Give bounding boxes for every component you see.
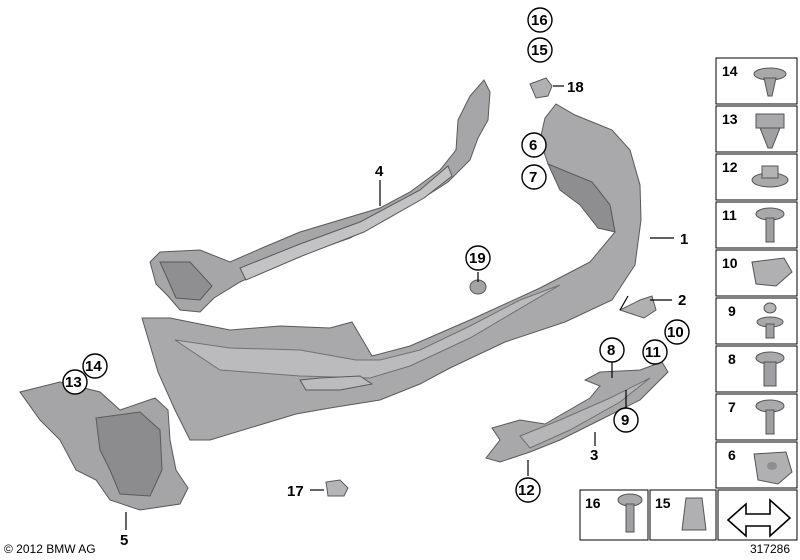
bumper-bracket-part (149, 79, 491, 313)
clip-10-icon (751, 257, 793, 287)
nut-12-icon (751, 165, 789, 188)
callouts: 1 2 3 4 5 17 18 16 15 6 7 19 10 11 8 9 1… (62, 7, 690, 549)
callout-9: 9 (621, 412, 629, 429)
leader-lines (125, 85, 674, 530)
legend-label-7: 7 (728, 399, 736, 415)
copyright-text: © 2012 BMW AG (4, 542, 96, 556)
callout-16-top: 16 (531, 12, 548, 29)
bumper-panel-part (141, 103, 642, 441)
callout-19: 19 (469, 250, 486, 267)
legend-label-11: 11 (722, 207, 737, 223)
clip-14-icon (753, 67, 787, 97)
callout-8: 8 (607, 342, 615, 359)
callout-5: 5 (120, 532, 128, 549)
callout-4: 4 (375, 163, 384, 180)
legend-label-9: 9 (728, 303, 736, 319)
clip-13-icon (755, 113, 785, 149)
screw-11-icon (755, 207, 785, 243)
legend-label-13: 13 (722, 111, 738, 127)
clip-18-part (529, 77, 553, 99)
legend-label-16: 16 (585, 495, 601, 511)
callout-3: 3 (590, 447, 598, 464)
callout-1: 1 (680, 231, 688, 248)
legend-label-6: 6 (728, 447, 736, 463)
legend-label-12: 12 (722, 159, 738, 175)
callout-15-top: 15 (531, 42, 548, 59)
screw-16-icon (617, 493, 643, 533)
nut-17-part (325, 479, 349, 497)
legend-label-14: 14 (722, 63, 738, 79)
cover-2-part (618, 295, 657, 319)
callout-2: 2 (678, 292, 686, 309)
legend-label-15: 15 (655, 495, 671, 511)
direction-arrow-icon (726, 498, 792, 538)
callout-6: 6 (529, 137, 537, 154)
legend-label-8: 8 (728, 351, 736, 367)
clip-15-icon (681, 497, 707, 531)
callout-13: 13 (65, 374, 82, 391)
clip-nut-6-icon (753, 451, 793, 485)
legend-label-10: 10 (722, 255, 738, 271)
screw-7-icon (755, 399, 785, 435)
callout-14: 14 (85, 358, 102, 375)
expansion-rivet-8-icon (755, 351, 785, 387)
diagram-id: 317286 (749, 542, 790, 556)
callout-11: 11 (645, 344, 661, 361)
callout-18: 18 (567, 79, 584, 96)
plug-19-part (469, 279, 487, 295)
fastener-legend: 14 13 12 11 10 9 (579, 57, 798, 541)
callout-10: 10 (667, 324, 684, 341)
diffuser-part (485, 361, 669, 463)
callout-17: 17 (287, 483, 304, 500)
rivet-9-icon (756, 302, 784, 339)
side-bracket-part (19, 381, 189, 511)
callout-12: 12 (518, 482, 535, 499)
callout-7: 7 (529, 169, 537, 186)
